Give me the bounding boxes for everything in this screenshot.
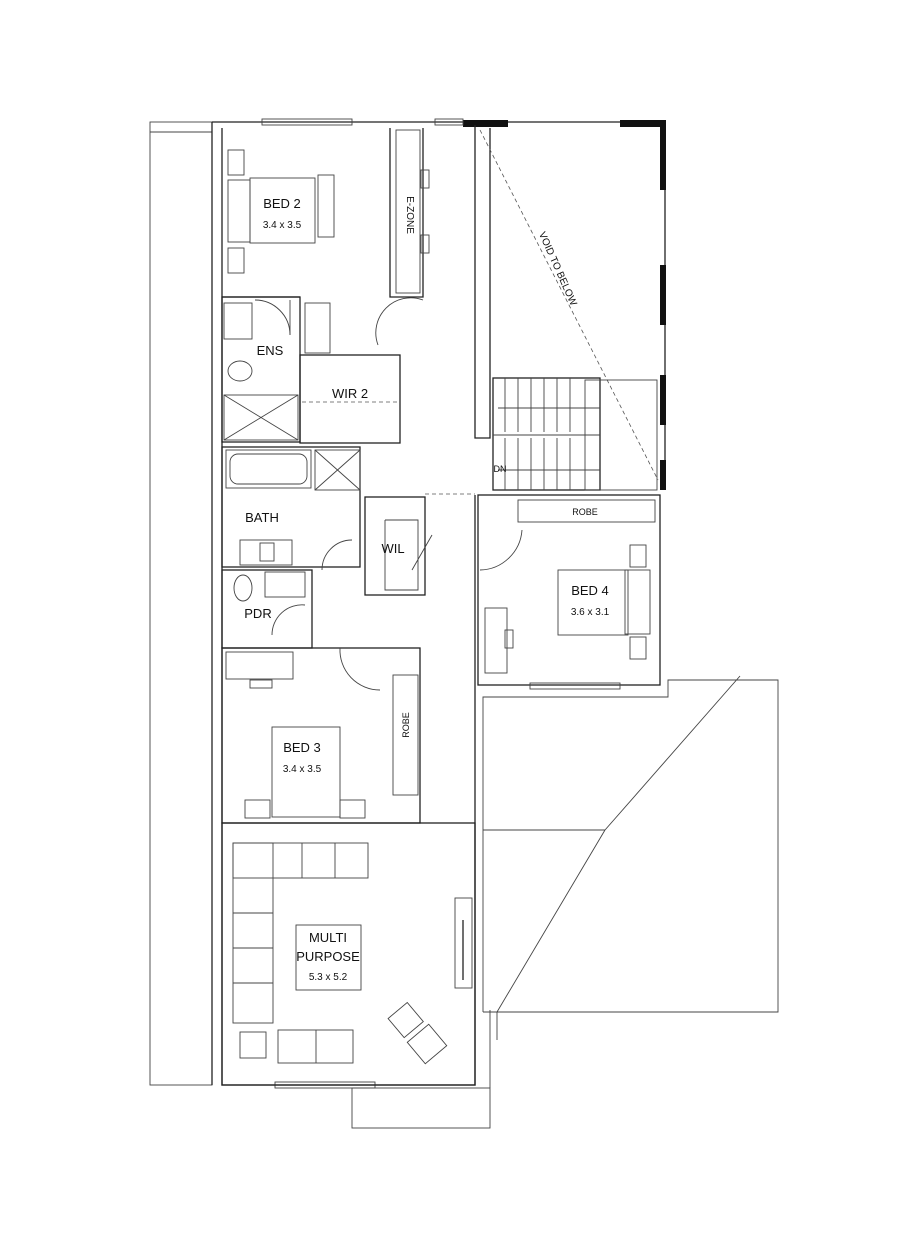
room-label-e-zone: E-ZONE [404,196,415,234]
room-label-wir-2: WIR 2 [332,386,368,401]
bathtub [225,449,312,489]
room-label-bath: BATH [245,510,279,525]
outer-walls [211,118,666,1129]
room-wir-2: WIR 2 [299,297,424,444]
room-size-multi: 5.3 x 5.2 [309,972,348,983]
bed [271,726,341,818]
roof-outline [482,675,779,1040]
room-bed-2: BED 2 3.4 x 3.5 E-ZONE [222,128,430,298]
bed [249,177,316,244]
eave-strip [149,121,213,1086]
window [434,118,464,126]
room-label-bed-4: BED 4 [571,583,609,598]
room-size-bed-3: 3.4 x 3.5 [283,764,322,775]
room-label-multi-line1: MULTI [309,930,347,945]
room-label-pdr: PDR [244,606,271,621]
stairs-down-label: DN [494,464,507,474]
room-size-bed-2: 3.4 x 3.5 [263,220,302,231]
tv-unit [454,897,473,989]
window [261,118,353,126]
room-bed-3: ROBE BED 3 3.4 x 3.5 [221,647,421,824]
room-label-ens: ENS [257,343,284,358]
room-ensuite: ENS [221,296,301,443]
robe-bed-4 [517,499,656,523]
room-label-multi-line2: PURPOSE [296,949,360,964]
room-powder: PDR [221,569,313,649]
desk [484,607,508,674]
room-wil: WIL [364,496,433,596]
room-label-robe-3: ROBE [401,712,411,738]
e-zone-desk [395,129,421,294]
sofa-sectional [232,842,369,1024]
room-label-void: VOID TO BELOW [536,230,579,308]
shower [314,449,361,491]
room-bath: BATH [221,446,361,571]
room-label-bed-2: BED 2 [263,196,301,211]
void-to-below: VOID TO BELOW [474,125,659,481]
bed [557,569,629,636]
window [529,682,621,690]
room-label-wil: WIL [381,541,404,556]
room-bed-4: ROBE BED 4 3.6 x 3.1 [477,494,661,690]
room-label-bed-3: BED 3 [283,740,321,755]
staircase[interactable]: DN [492,377,658,491]
sofa [277,1029,354,1064]
room-size-bed-4: 3.6 x 3.1 [571,607,610,618]
room-multi-purpose: MULTI PURPOSE 5.3 x 5.2 [221,822,476,1086]
room-label-robe-4: ROBE [572,507,598,517]
robe-bed-3 [392,674,419,796]
